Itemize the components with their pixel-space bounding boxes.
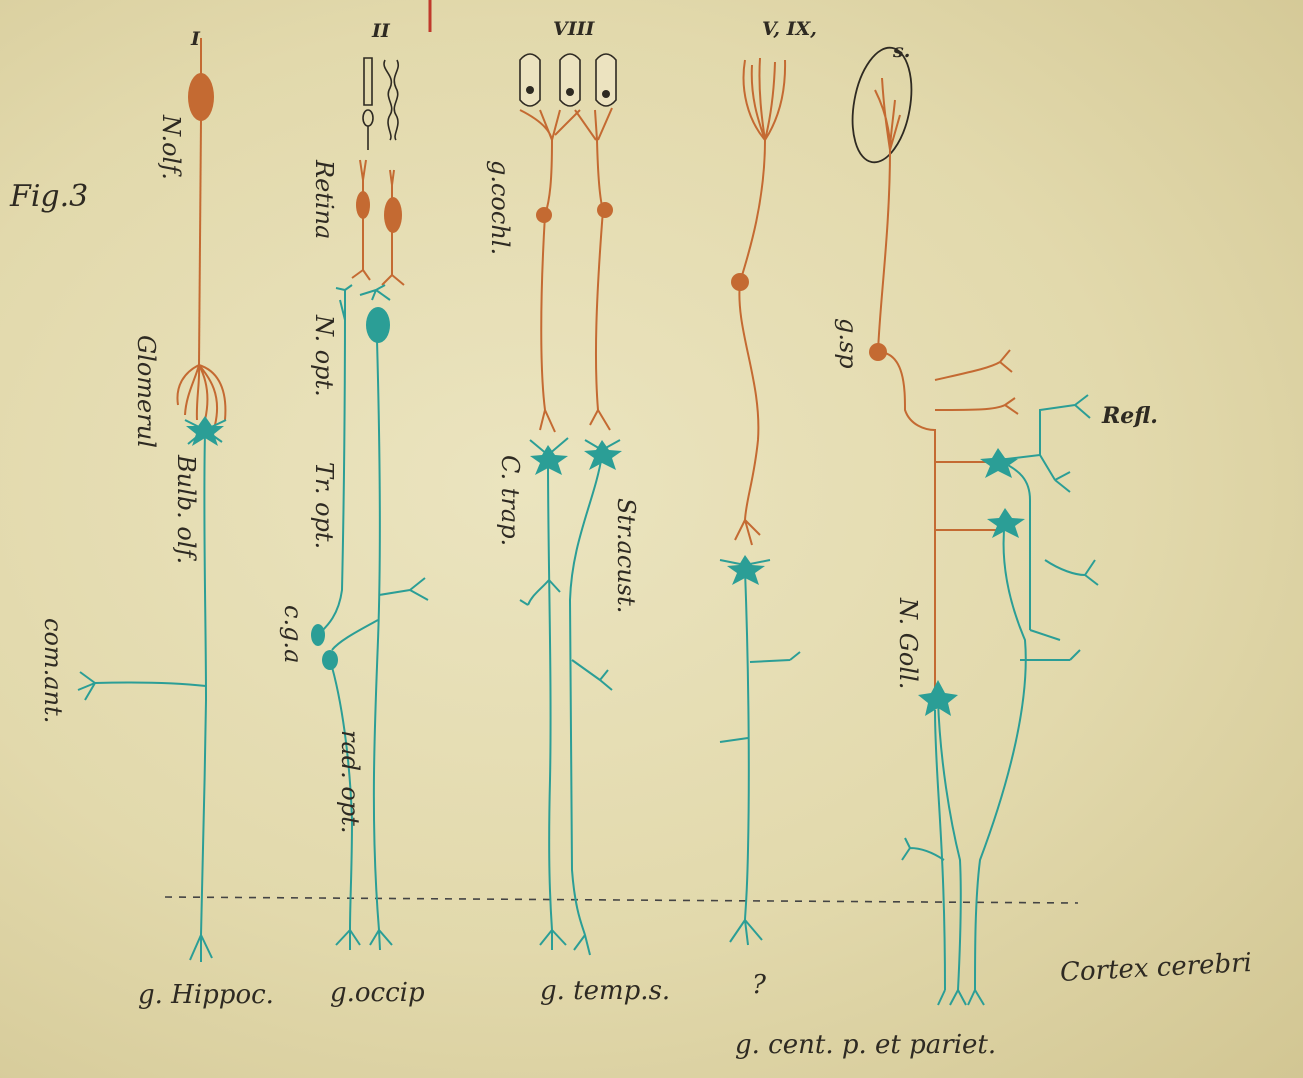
label-c-trap: C. trap. — [498, 455, 522, 546]
bottom-label-hippoc: g. Hippoc. — [138, 982, 274, 1008]
column-header-V-IX: V, IX, — [762, 20, 817, 39]
column-header-I: I — [191, 30, 200, 49]
label-n-goll: N. Goll. — [896, 598, 920, 689]
label-retina: Retina — [312, 160, 336, 239]
label-com-ant: com.ant. — [41, 618, 65, 723]
label-c-g-a: c.g.a — [281, 605, 305, 663]
lateral-geniculate-cell — [311, 624, 325, 646]
column-header-s: s. — [893, 42, 910, 61]
label-tr-opt: Tr. opt. — [312, 462, 336, 549]
photoreceptor-rod-and-cone — [363, 58, 398, 150]
bottom-label-occip: g.occip — [330, 980, 425, 1006]
label-n-opt: N. opt. — [312, 315, 336, 397]
hair-cells — [520, 54, 616, 106]
ganglion-cell — [366, 307, 390, 343]
label-n-olf: N.olf. — [159, 115, 183, 180]
label-g-sp: g.sp — [836, 318, 860, 369]
label-str-acust: Str.acust. — [614, 498, 638, 613]
olfactory-pathway — [78, 38, 226, 962]
label-refl: Refl. — [1102, 405, 1158, 427]
spinal-pathway — [844, 43, 1098, 1005]
bottom-label-unknown: ? — [752, 972, 766, 998]
trigeminal-glossopharyngeal-pathway — [720, 58, 800, 945]
column-header-II: II — [372, 22, 390, 41]
column-header-VIII: VIII — [553, 20, 594, 39]
label-g-cochl: g.cochl. — [488, 160, 512, 255]
label-bulb-olf: Bulb. olf. — [174, 455, 198, 564]
bottom-label-temp: g. temp.s. — [540, 978, 670, 1004]
olfactory-cell-body — [188, 73, 214, 121]
bottom-label-cent-pariet: g. cent. p. et pariet. — [735, 1032, 996, 1058]
spinal-ganglion-cell — [869, 343, 887, 361]
acoustic-pathway — [520, 54, 622, 955]
label-glomerul: Glomerul — [134, 335, 158, 448]
figure-label: Fig.3 — [10, 182, 88, 212]
cortex-boundary-line — [165, 897, 1078, 903]
label-rad-opt: rad. opt. — [338, 730, 362, 834]
